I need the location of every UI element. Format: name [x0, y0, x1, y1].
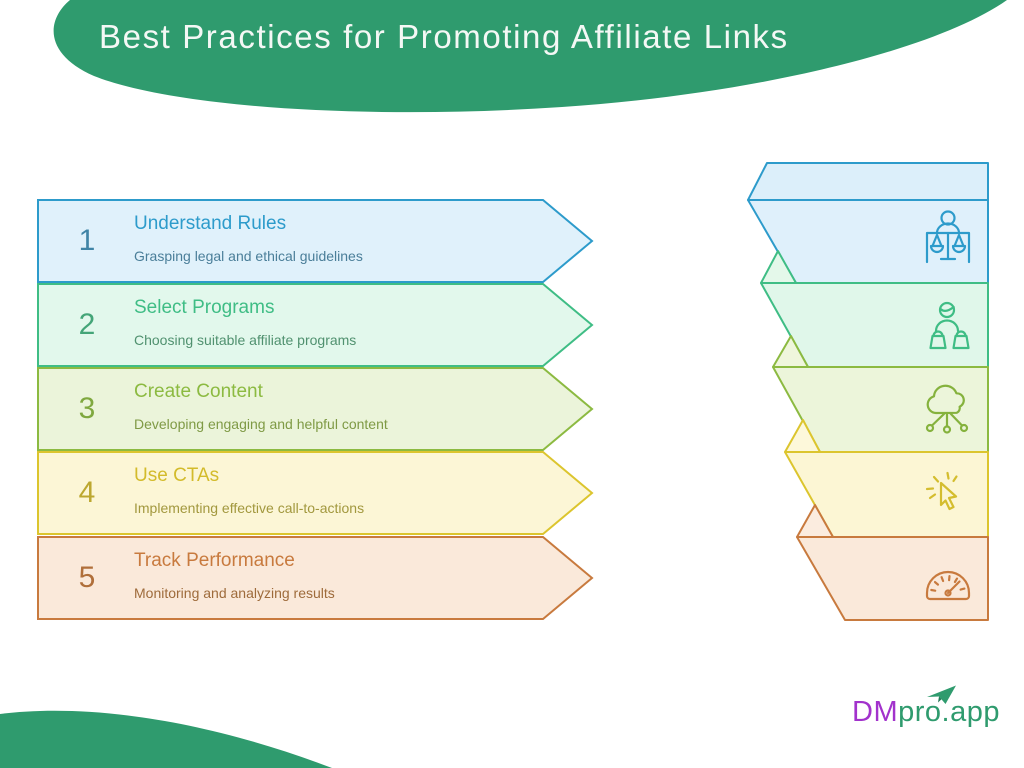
step-row-3: 3 Create Content Developing engaging and… — [37, 367, 594, 451]
step-description: Developing engaging and helpful content — [134, 416, 388, 432]
footer-background-blob — [0, 710, 332, 768]
step-description: Implementing effective call-to-actions — [134, 500, 365, 516]
step-row-1: 1 Understand Rules Grasping legal and et… — [37, 199, 594, 283]
step-title: Select Programs — [134, 297, 275, 318]
arrow-shape — [37, 367, 594, 451]
ribbon-segment-5 — [796, 536, 989, 621]
arrow-shape — [37, 536, 594, 620]
cursor-click-icon — [925, 471, 958, 511]
step-title: Use CTAs — [134, 465, 220, 486]
brand-logo-text: DMpro.app — [852, 696, 1000, 729]
step-number: 3 — [78, 392, 96, 425]
cloud-network-icon — [925, 384, 969, 434]
arrow-shape — [37, 283, 594, 367]
paper-plane-icon — [927, 685, 956, 704]
logo-suffix: pro.app — [898, 696, 1000, 728]
step-description: Monitoring and analyzing results — [134, 585, 335, 601]
header-background-blob — [53, 0, 1008, 113]
affiliate-person-icon — [929, 301, 970, 350]
justice-scales-icon — [925, 210, 971, 264]
step-title: Create Content — [134, 381, 263, 402]
ribbon-fold-2 — [760, 250, 797, 284]
step-title: Track Performance — [134, 550, 295, 571]
logo-prefix: DM — [852, 696, 899, 728]
brand-logo[interactable]: DMpro.app — [848, 684, 1000, 732]
step-description: Choosing suitable affiliate programs — [134, 332, 357, 348]
ribbon-fold-5 — [796, 504, 834, 538]
step-row-2: 2 Select Programs Choosing suitable affi… — [37, 283, 594, 367]
step-number: 4 — [78, 476, 96, 509]
gauge-icon — [925, 570, 971, 601]
ribbon-fold-3 — [772, 335, 809, 368]
ribbon-top-band — [747, 162, 989, 201]
arrow-shape — [37, 451, 594, 535]
step-number: 1 — [78, 224, 96, 257]
ribbon-fold-4 — [784, 419, 821, 453]
step-number: 2 — [78, 308, 96, 341]
page-title: Best Practices for Promoting Affiliate L… — [99, 18, 789, 55]
step-title: Understand Rules — [134, 213, 287, 234]
step-row-5: 5 Track Performance Monitoring and analy… — [37, 536, 594, 620]
arrow-shape — [37, 199, 594, 283]
folded-ribbon — [747, 162, 989, 621]
step-number: 5 — [78, 561, 96, 594]
step-row-4: 4 Use CTAs Implementing effective call-t… — [37, 451, 594, 535]
step-description: Grasping legal and ethical guidelines — [134, 248, 363, 264]
